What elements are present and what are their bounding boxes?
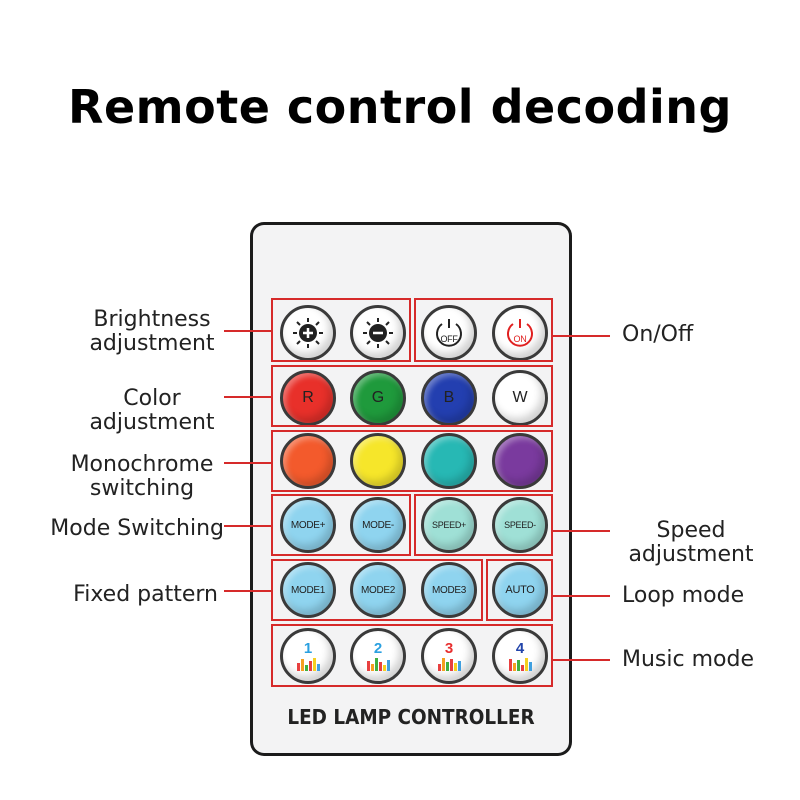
music1-button[interactable]: 1 — [280, 628, 336, 684]
music-mode-leader — [553, 659, 610, 661]
mode-minus-button[interactable]: MODE- — [350, 497, 406, 553]
monochrome-leader — [224, 462, 271, 464]
power-off-button[interactable]: OFF — [421, 305, 477, 361]
brightness-down-button[interactable] — [350, 305, 406, 361]
loop-mode-annotation: Loop mode — [622, 583, 745, 608]
auto-label: AUTO — [505, 584, 535, 596]
auto-button[interactable]: AUTO — [492, 562, 548, 618]
monochrome-annotation: Monochrome switching — [70, 452, 214, 501]
power-off-label: OFF — [440, 334, 458, 344]
power-on-button[interactable]: ON — [492, 305, 548, 361]
power-on-icon — [507, 319, 533, 347]
brightness-up-icon — [293, 318, 323, 348]
mode-switching-annotation: Mode Switching — [50, 516, 224, 541]
blue-label: B — [443, 389, 455, 406]
mode3-label: MODE3 — [431, 584, 467, 596]
brightness-up-button[interactable] — [280, 305, 336, 361]
music4-label: 4 — [515, 639, 525, 657]
loop-mode-leader — [553, 595, 610, 597]
white-button[interactable]: W — [492, 370, 548, 426]
speed-annotation: Speed adjustment — [628, 518, 754, 567]
green-button[interactable]: G — [350, 370, 406, 426]
speed-plus-button[interactable]: SPEED+ — [421, 497, 477, 553]
blue-button[interactable]: B — [421, 370, 477, 426]
speed-minus-button[interactable]: SPEED- — [492, 497, 548, 553]
green-label: G — [371, 389, 385, 406]
power-off-icon — [436, 319, 462, 347]
color-annotation: Color adjustment — [89, 386, 215, 435]
equalizer-icon — [296, 657, 320, 671]
speed-plus-label: SPEED+ — [432, 520, 466, 530]
brightness-group-box — [271, 298, 411, 362]
mode2-button[interactable]: MODE2 — [350, 562, 406, 618]
loop-mode-group-box — [486, 559, 553, 621]
brightness-down-icon — [363, 318, 393, 348]
speed-leader — [553, 530, 610, 532]
mode-plus-button[interactable]: MODE+ — [280, 497, 336, 553]
fixed-pattern-annotation: Fixed pattern — [73, 582, 218, 607]
brightness-leader — [224, 330, 271, 332]
music3-label: 3 — [444, 639, 454, 657]
mode3-button[interactable]: MODE3 — [421, 562, 477, 618]
orange-button[interactable] — [280, 433, 336, 489]
mode-plus-label: MODE+ — [290, 519, 326, 531]
speed-group-box — [414, 494, 553, 556]
onoff-group-box — [414, 298, 553, 362]
mode-switching-group-box — [271, 494, 411, 556]
speed-minus-label: SPEED- — [504, 520, 536, 530]
power-on-label: ON — [513, 334, 527, 344]
white-label: W — [512, 389, 528, 406]
mode-switching-leader — [224, 525, 271, 527]
color-group-box — [271, 365, 553, 427]
onoff-annotation: On/Off — [622, 322, 694, 347]
onoff-leader — [553, 335, 610, 337]
mode1-button[interactable]: MODE1 — [280, 562, 336, 618]
mode-minus-label: MODE- — [362, 519, 394, 531]
music2-button[interactable]: 2 — [350, 628, 406, 684]
equalizer-icon — [437, 657, 461, 671]
color-leader — [224, 396, 271, 398]
yellow-button[interactable] — [350, 433, 406, 489]
music-mode-group-box — [271, 624, 553, 687]
mode1-label: MODE1 — [290, 584, 326, 596]
purple-button[interactable] — [492, 433, 548, 489]
music-mode-annotation: Music mode — [622, 647, 754, 672]
music3-button[interactable]: 3 — [421, 628, 477, 684]
page-title: Remote control decoding — [68, 80, 732, 134]
red-label: R — [302, 389, 314, 406]
fixed-pattern-leader — [224, 590, 271, 592]
music4-button[interactable]: 4 — [492, 628, 548, 684]
music2-label: 2 — [373, 639, 383, 657]
monochrome-group-box — [271, 430, 553, 492]
mode2-label: MODE2 — [360, 584, 396, 596]
equalizer-icon — [508, 657, 532, 671]
remote-brand-label: LED LAMP CONTROLLER — [287, 705, 535, 729]
music1-label: 1 — [303, 639, 313, 657]
equalizer-icon — [366, 657, 390, 671]
brightness-annotation: Brightness adjustment — [89, 307, 215, 356]
cyan-button[interactable] — [421, 433, 477, 489]
red-button[interactable]: R — [280, 370, 336, 426]
fixed-pattern-group-box — [271, 559, 483, 621]
